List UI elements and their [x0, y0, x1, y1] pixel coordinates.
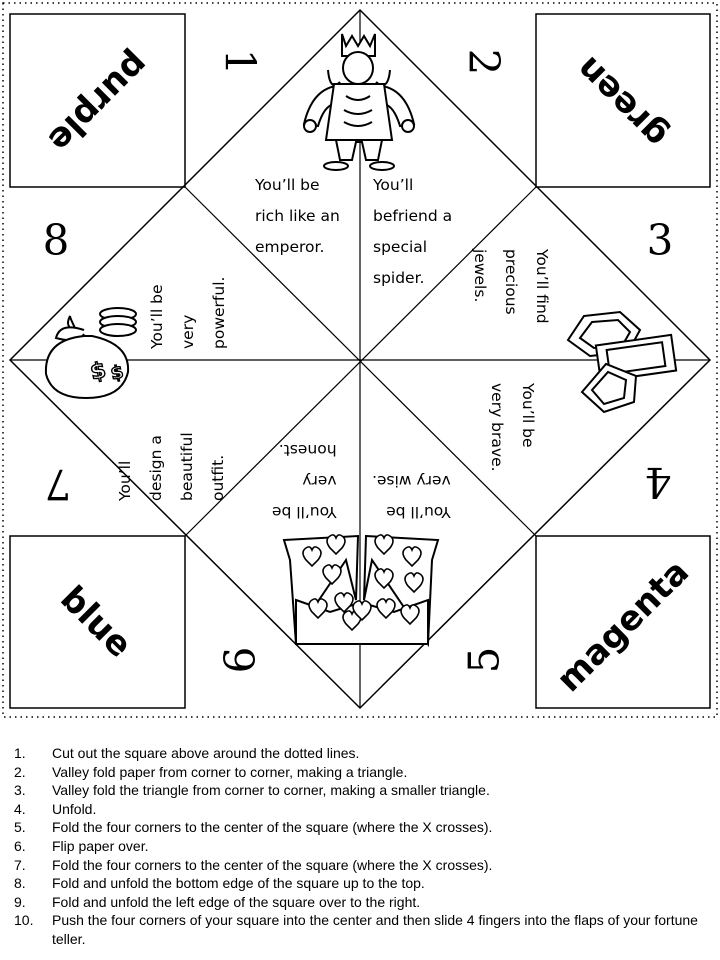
instruction-item: 4.Unfold. — [14, 800, 97, 817]
fortune-teller-sheet: $ $ purple green blue magenta 1 2 3 4 5 … — [2, 2, 718, 718]
number-6: 6 — [215, 646, 265, 674]
heart-pattern — [302, 534, 424, 632]
instruction-item: 1.Cut out the square above around the do… — [14, 745, 360, 761]
fold-lines: $ $ — [2, 2, 718, 718]
instruction-item: 2.Valley fold paper from corner to corne… — [14, 763, 408, 780]
money-bag-icon: $ $ — [44, 307, 137, 400]
emperor-icon — [302, 33, 416, 171]
number-2: 2 — [459, 48, 509, 76]
instruction-item: 3.Valley fold the triangle from corner t… — [14, 782, 490, 799]
number-4: 4 — [644, 457, 672, 507]
jewels-icon — [566, 310, 678, 414]
corner-square-top-right — [535, 13, 711, 188]
instruction-item: 6.Flip paper over. — [14, 837, 149, 854]
number-1: 1 — [215, 48, 265, 76]
corner-square-top-left — [9, 13, 186, 188]
corner-square-bottom-left — [9, 535, 186, 709]
svg-text:$: $ — [109, 362, 126, 385]
instructions-list: 1.Cut out the square above around the do… — [14, 744, 704, 949]
heart-dress-icon — [282, 534, 440, 648]
instruction-item: 9.Fold and unfold the left edge of the s… — [14, 893, 421, 910]
diagonal-fold-line-b — [184, 186, 537, 537]
instruction-item: 5.Fold the four corners to the center of… — [14, 819, 493, 836]
number-5: 5 — [459, 646, 509, 674]
instruction-item: 10.Push the four corners of your square … — [14, 912, 698, 947]
corner-square-bottom-right — [535, 535, 711, 709]
instruction-item: 8.Fold and unfold the bottom edge of the… — [14, 875, 425, 892]
instruction-item: 7.Fold the four corners to the center of… — [14, 856, 493, 873]
number-3: 3 — [646, 215, 674, 265]
number-7: 7 — [44, 459, 72, 509]
svg-text:$: $ — [88, 358, 108, 386]
number-8: 8 — [42, 215, 70, 265]
